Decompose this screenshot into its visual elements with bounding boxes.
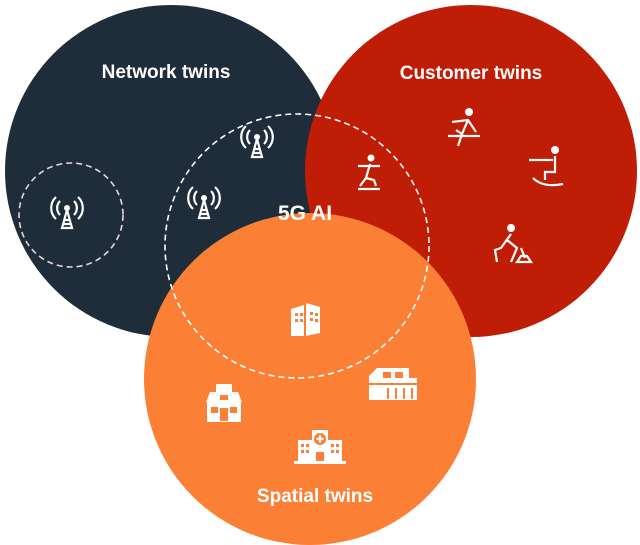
hurdler-icon bbox=[448, 108, 480, 147]
small-dashed-circle bbox=[18, 162, 124, 268]
wakeboarder-icon bbox=[529, 146, 564, 187]
spatial-twins-circle bbox=[144, 213, 476, 545]
house-icon bbox=[206, 384, 242, 422]
spatial-twins-label: Spatial twins bbox=[257, 486, 373, 507]
network-twins-label: Network twins bbox=[102, 62, 231, 83]
5g-ai-dashed-circle bbox=[164, 113, 430, 379]
office-buildings-icon bbox=[291, 303, 320, 336]
warehouse-icon bbox=[369, 368, 417, 400]
customer-twins-label: Customer twins bbox=[400, 63, 543, 84]
gardener-icon bbox=[493, 224, 534, 264]
skateboarder-icon bbox=[358, 154, 380, 191]
5g-ai-label: 5G AI bbox=[278, 202, 332, 225]
hospital-icon bbox=[294, 430, 346, 464]
